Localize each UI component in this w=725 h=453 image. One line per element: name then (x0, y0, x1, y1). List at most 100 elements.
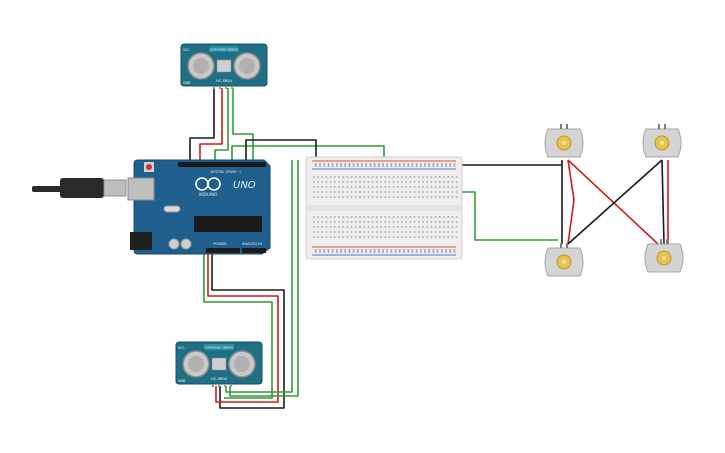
breadboard-hole[interactable] (325, 226, 328, 228)
breadboard-hole[interactable] (428, 251, 430, 253)
breadboard-hole[interactable] (350, 231, 353, 233)
breadboard-hole[interactable] (449, 163, 451, 165)
breadboard-hole[interactable] (371, 176, 374, 178)
breadboard-hole[interactable] (386, 249, 388, 251)
breadboard-hole[interactable] (367, 181, 370, 183)
wire-top-sensor-green-b[interactable] (232, 88, 254, 160)
breadboard-hole[interactable] (317, 221, 319, 223)
breadboard-hole[interactable] (313, 181, 315, 183)
breadboard-hole[interactable] (413, 186, 416, 188)
wire-top-sensor-red[interactable] (199, 88, 223, 160)
wire-top-sensor-green-a[interactable] (214, 88, 229, 160)
breadboard-hole[interactable] (411, 251, 414, 253)
breadboard-hole[interactable] (338, 221, 340, 223)
breadboard-hole[interactable] (430, 216, 433, 218)
breadboard-hole[interactable] (384, 196, 386, 198)
breadboard-hole[interactable] (363, 216, 365, 218)
breadboard-hole[interactable] (336, 251, 338, 253)
breadboard-hole[interactable] (367, 226, 370, 228)
breadboard-hole[interactable] (426, 226, 428, 228)
breadboard-hole[interactable] (384, 226, 386, 228)
breadboard-hole[interactable] (357, 165, 359, 167)
breadboard-hole[interactable] (411, 163, 414, 165)
breadboard-hole[interactable] (334, 191, 336, 193)
breadboard-hole[interactable] (430, 221, 433, 223)
breadboard-hole[interactable] (420, 165, 422, 167)
breadboard-hole[interactable] (397, 186, 399, 188)
breadboard-hole[interactable] (378, 165, 380, 167)
breadboard-hole[interactable] (355, 236, 357, 238)
breadboard-hole[interactable] (346, 236, 349, 238)
breadboard-hole[interactable] (329, 196, 332, 198)
breadboard-hole[interactable] (455, 191, 458, 193)
breadboard-hole[interactable] (321, 176, 323, 178)
breadboard-hole[interactable] (422, 236, 424, 238)
wire-bottom-sensor-black[interactable] (211, 250, 285, 409)
breadboard-hole[interactable] (418, 236, 420, 238)
breadboard-hole[interactable] (436, 163, 439, 165)
breadboard-hole[interactable] (380, 236, 382, 238)
breadboard-hole[interactable] (323, 165, 325, 167)
dc-motor-bottom-right[interactable] (644, 239, 684, 273)
breadboard-hole[interactable] (376, 176, 378, 178)
breadboard-hole[interactable] (321, 191, 323, 193)
breadboard-hole[interactable] (346, 181, 349, 183)
breadboard-hole[interactable] (338, 186, 340, 188)
breadboard-hole[interactable] (401, 176, 403, 178)
breadboard-hole[interactable] (392, 176, 395, 178)
breadboard-hole[interactable] (430, 236, 433, 238)
breadboard-hole[interactable] (384, 231, 386, 233)
wire-bottom-sensor-green-a[interactable] (225, 160, 293, 393)
breadboard-hole[interactable] (371, 181, 374, 183)
breadboard-hole[interactable] (392, 186, 395, 188)
breadboard-hole[interactable] (451, 181, 454, 183)
breadboard-hole[interactable] (409, 226, 412, 228)
breadboard-hole[interactable] (443, 181, 445, 183)
breadboard-hole[interactable] (319, 165, 321, 167)
breadboard-hole[interactable] (399, 249, 401, 251)
breadboard-hole[interactable] (371, 191, 374, 193)
breadboard-hole[interactable] (388, 221, 391, 223)
breadboard-hole[interactable] (418, 216, 420, 218)
breadboard-hole[interactable] (397, 231, 399, 233)
breadboard-hole[interactable] (338, 191, 340, 193)
breadboard-hole[interactable] (325, 231, 328, 233)
breadboard-hole[interactable] (384, 176, 386, 178)
breadboard-hole[interactable] (455, 186, 458, 188)
breadboard-hole[interactable] (346, 191, 349, 193)
breadboard-hole[interactable] (439, 231, 441, 233)
breadboard-hole[interactable] (378, 251, 380, 253)
breadboard-hole[interactable] (401, 191, 403, 193)
breadboard-hole[interactable] (352, 165, 355, 167)
breadboard-hole[interactable] (361, 163, 363, 165)
breadboard-hole[interactable] (455, 221, 458, 223)
breadboard-hole[interactable] (313, 176, 315, 178)
breadboard-hole[interactable] (390, 165, 393, 167)
breadboard-hole[interactable] (432, 249, 435, 251)
breadboard-hole[interactable] (380, 181, 382, 183)
breadboard-hole[interactable] (434, 186, 437, 188)
breadboard-hole[interactable] (443, 231, 445, 233)
breadboard-hole[interactable] (418, 176, 420, 178)
breadboard-hole[interactable] (394, 163, 397, 165)
wire-motor-cross-black[interactable] (567, 159, 663, 245)
breadboard-hole[interactable] (327, 249, 330, 251)
breadboard-hole[interactable] (329, 216, 332, 218)
breadboard-hole[interactable] (321, 196, 323, 198)
breadboard-hole[interactable] (409, 216, 412, 218)
breadboard-hole[interactable] (340, 249, 342, 251)
breadboard-hole[interactable] (342, 231, 344, 233)
breadboard-hole[interactable] (397, 216, 399, 218)
breadboard-hole[interactable] (376, 196, 378, 198)
breadboard-hole[interactable] (388, 231, 391, 233)
breadboard-hole[interactable] (432, 251, 435, 253)
breadboard-hole[interactable] (405, 186, 407, 188)
breadboard-hole[interactable] (346, 231, 349, 233)
breadboard-hole[interactable] (397, 191, 399, 193)
breadboard-hole[interactable] (352, 251, 355, 253)
breadboard-hole[interactable] (342, 191, 344, 193)
breadboard-hole[interactable] (367, 216, 370, 218)
breadboard-hole[interactable] (403, 251, 405, 253)
breadboard-hole[interactable] (405, 231, 407, 233)
breadboard-hole[interactable] (365, 249, 367, 251)
